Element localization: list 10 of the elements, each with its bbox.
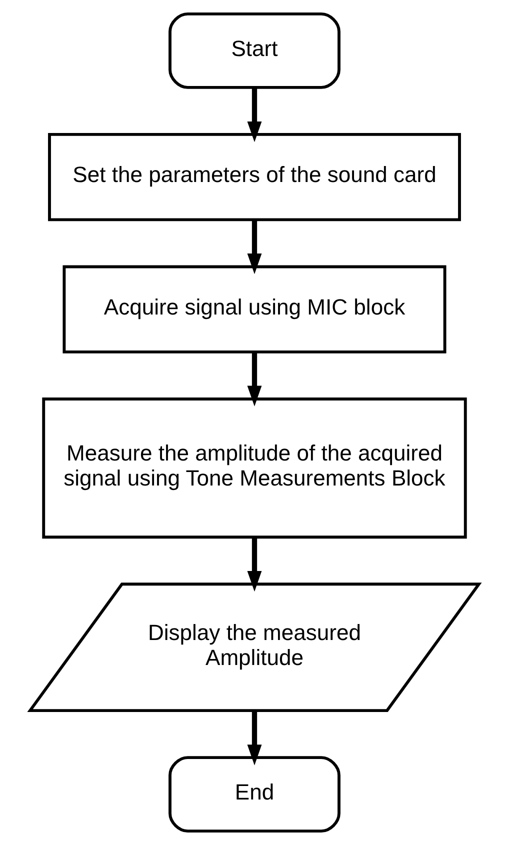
node-box: Measure the amplitude of the acquired signal using Tone Measurements Block: [42, 398, 467, 539]
node-box: End: [168, 756, 340, 832]
arrow: [247, 220, 262, 274]
arrow: [247, 88, 262, 142]
node-box: Set the parameters of the sound card: [48, 133, 461, 222]
node-box: Start: [168, 12, 340, 89]
node-box: Acquire signal using MIC block: [62, 265, 446, 354]
arrow: [247, 710, 262, 766]
arrow: [247, 537, 262, 592]
arrow: [247, 352, 262, 406]
